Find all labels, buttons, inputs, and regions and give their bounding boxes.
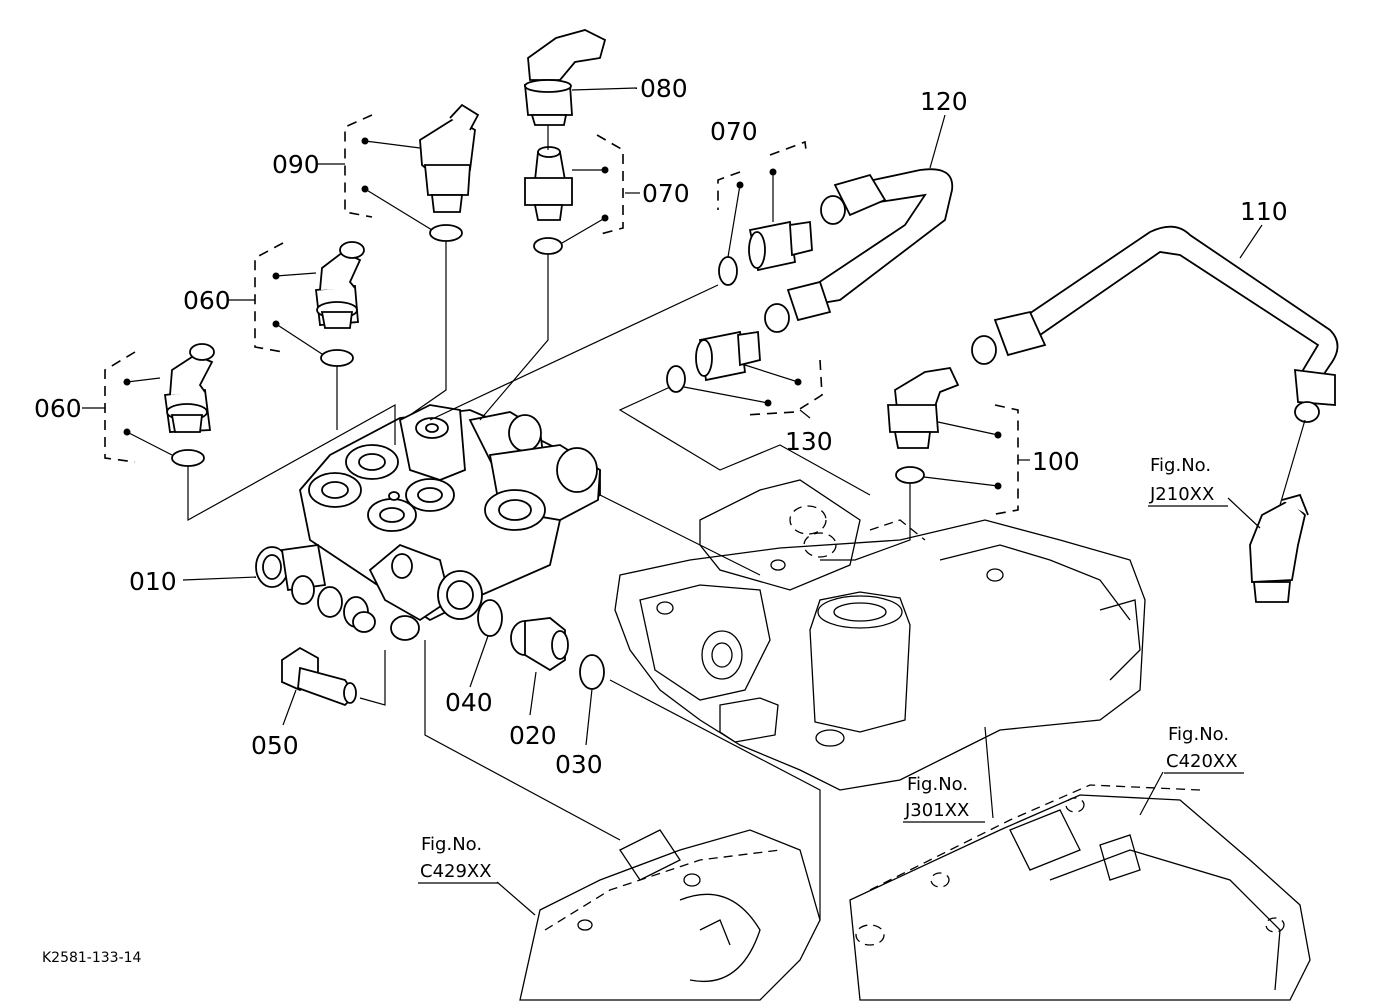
- o-ring-060-lower: [171, 449, 205, 467]
- connector-130: [695, 330, 761, 382]
- figure-ref-code: J210XX: [1149, 484, 1214, 505]
- callout-060-upper: 060: [183, 286, 231, 315]
- ghost-housing-c420: [849, 784, 1311, 1001]
- figure-ref-code: J301XX: [904, 800, 969, 821]
- o-ring-070-vertical: [533, 237, 563, 255]
- callout-130: 130: [785, 427, 833, 456]
- connector-070-side: [748, 220, 813, 272]
- elbow-090: [419, 103, 480, 213]
- o-ring-030: [579, 654, 605, 690]
- o-ring-090: [429, 224, 463, 242]
- callout-010: 010: [129, 567, 177, 596]
- callout-080: 080: [640, 74, 688, 103]
- o-ring-040: [477, 599, 503, 637]
- o-ring-070-side: [718, 256, 738, 286]
- connector-070-vertical: [524, 146, 573, 221]
- figure-ref-c429: Fig.No. C429XX: [418, 834, 498, 884]
- o-ring-100: [895, 466, 925, 484]
- callout-020: 020: [509, 721, 557, 750]
- callout-070-vertical: 070: [642, 179, 690, 208]
- tube-110: [971, 225, 1339, 423]
- bolt-050: [281, 646, 357, 707]
- elbow-060-lower: [163, 343, 215, 433]
- figure-ref-label: Fig.No.: [907, 774, 968, 795]
- figure-ref-j210: Fig.No. J210XX: [1148, 455, 1228, 507]
- elbow-060-upper: [315, 241, 365, 329]
- callout-dots: [123, 137, 1002, 490]
- figure-ref-label: Fig.No.: [1150, 455, 1211, 476]
- elbow-080: [524, 29, 607, 126]
- callout-050: 050: [251, 731, 299, 760]
- valve-body: [255, 404, 601, 641]
- leader-lines: [82, 87, 1306, 920]
- diagram-code: K2581-133-14: [42, 950, 142, 966]
- o-ring-130: [666, 365, 686, 393]
- figure-ref-c420: Fig.No. C420XX: [1164, 724, 1244, 774]
- callout-110: 110: [1240, 197, 1288, 226]
- tube-120: [764, 168, 954, 333]
- callout-060-lower: 060: [34, 394, 82, 423]
- elbow-j210: [1249, 493, 1309, 603]
- callout-070-side: 070: [710, 117, 758, 146]
- figure-ref-code: C429XX: [420, 861, 492, 882]
- figure-ref-code: C420XX: [1166, 751, 1238, 772]
- callout-040: 040: [445, 688, 493, 717]
- callout-100: 100: [1032, 447, 1080, 476]
- callout-030: 030: [555, 750, 603, 779]
- elbow-100: [887, 367, 960, 449]
- figure-ref-label: Fig.No.: [1168, 724, 1229, 745]
- o-ring-060-upper: [320, 349, 354, 367]
- callout-labels: 010 020 030 040 050 060 060 070 070 080 …: [34, 74, 1288, 779]
- adapter-020: [510, 617, 569, 672]
- ghost-housing-j301: [614, 479, 1146, 791]
- callout-090: 090: [272, 150, 320, 179]
- figure-ref-j301: Fig.No. J301XX: [903, 774, 985, 823]
- ghost-housing-c429: [519, 829, 821, 1001]
- figure-ref-label: Fig.No.: [421, 834, 482, 855]
- callout-120: 120: [920, 87, 968, 116]
